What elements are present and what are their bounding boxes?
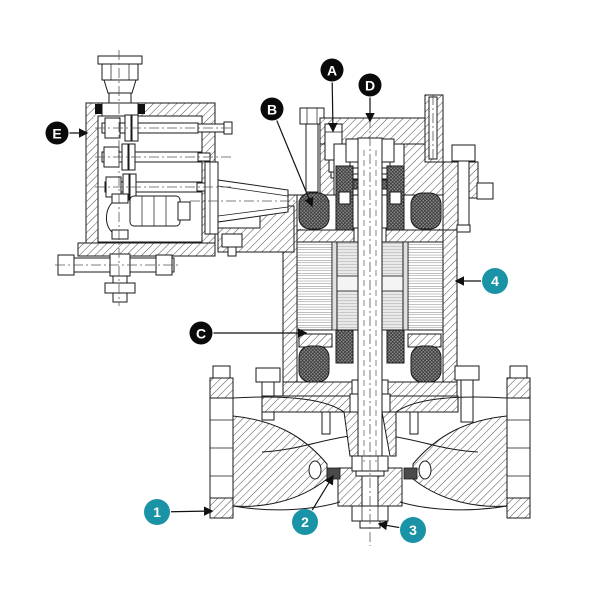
callout-E-badge: E [45, 121, 69, 145]
callout-1-badge: 1 [144, 499, 170, 525]
callout-4-badge: 4 [482, 268, 508, 294]
callout-3-badge: 3 [400, 517, 426, 543]
callout-D-badge: D [358, 73, 382, 97]
centerlines [55, 50, 434, 546]
callout-leader-lines [69, 82, 481, 531]
leader-line-1 [170, 506, 214, 516]
leader-line-B [276, 120, 314, 208]
leader-line-2 [311, 474, 334, 511]
leader-line-A [328, 82, 338, 133]
cooler-motor-connector [204, 161, 295, 257]
leader-line-3 [377, 520, 400, 531]
callout-A-badge: A [320, 58, 344, 82]
callout-C-badge: C [189, 321, 213, 345]
callout-B-badge: B [260, 97, 284, 121]
callout-2-badge: 2 [292, 509, 318, 535]
